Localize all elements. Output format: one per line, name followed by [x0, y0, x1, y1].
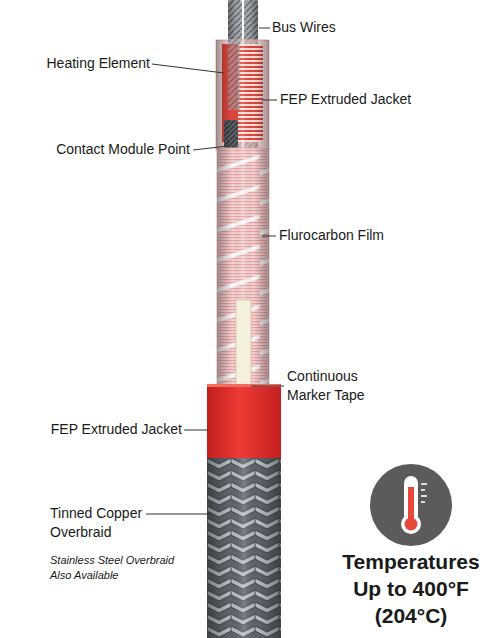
part-label: Bus Wires: [272, 19, 422, 36]
part-label: Contact Module Point: [30, 141, 190, 158]
jacket-shading: [216, 40, 269, 150]
leader-line: [152, 64, 224, 73]
outer-jacket: [207, 384, 281, 462]
part-label: FEP Extruded Jacket: [280, 91, 450, 108]
braid-body: [207, 458, 281, 638]
leader-line: [193, 146, 228, 150]
fluorocarbon-film: [217, 148, 269, 394]
thermometer-icon: [370, 464, 452, 546]
leader-line: [184, 430, 208, 431]
part-label: FEP Extruded Jacket: [30, 421, 182, 438]
thermometer-bulb: [405, 518, 418, 531]
part-label: Tinned Copper Overbraid: [50, 504, 170, 542]
leader-lines: [146, 28, 284, 514]
leader-line: [251, 386, 284, 387]
thermometer-tube: [404, 476, 418, 522]
temperature-rating: Temperatures Up to 400°F (204°C): [328, 548, 494, 629]
icon-circle: [370, 464, 452, 546]
braid-shading: [207, 458, 281, 638]
marker-tape: [236, 300, 251, 392]
film-body: [217, 148, 269, 394]
note-label: Stainless Steel Overbraid Also Available: [50, 553, 185, 583]
leader-line: [262, 236, 276, 237]
part-label: Heating Element: [45, 55, 150, 72]
inner-jacket: [216, 40, 269, 150]
film-shading: [217, 148, 269, 394]
leader-line: [146, 514, 210, 515]
outer-fep-jacket: [207, 384, 281, 462]
thermometer-ticks: [421, 484, 427, 502]
overbraid: [207, 458, 281, 638]
part-label: Flurocarbon Film: [279, 227, 449, 244]
leader-line: [262, 100, 277, 101]
part-label: Continuous Marker Tape: [287, 367, 387, 405]
film-spiral: [217, 148, 269, 394]
heating-section: [216, 40, 269, 162]
leader-line: [259, 28, 270, 29]
